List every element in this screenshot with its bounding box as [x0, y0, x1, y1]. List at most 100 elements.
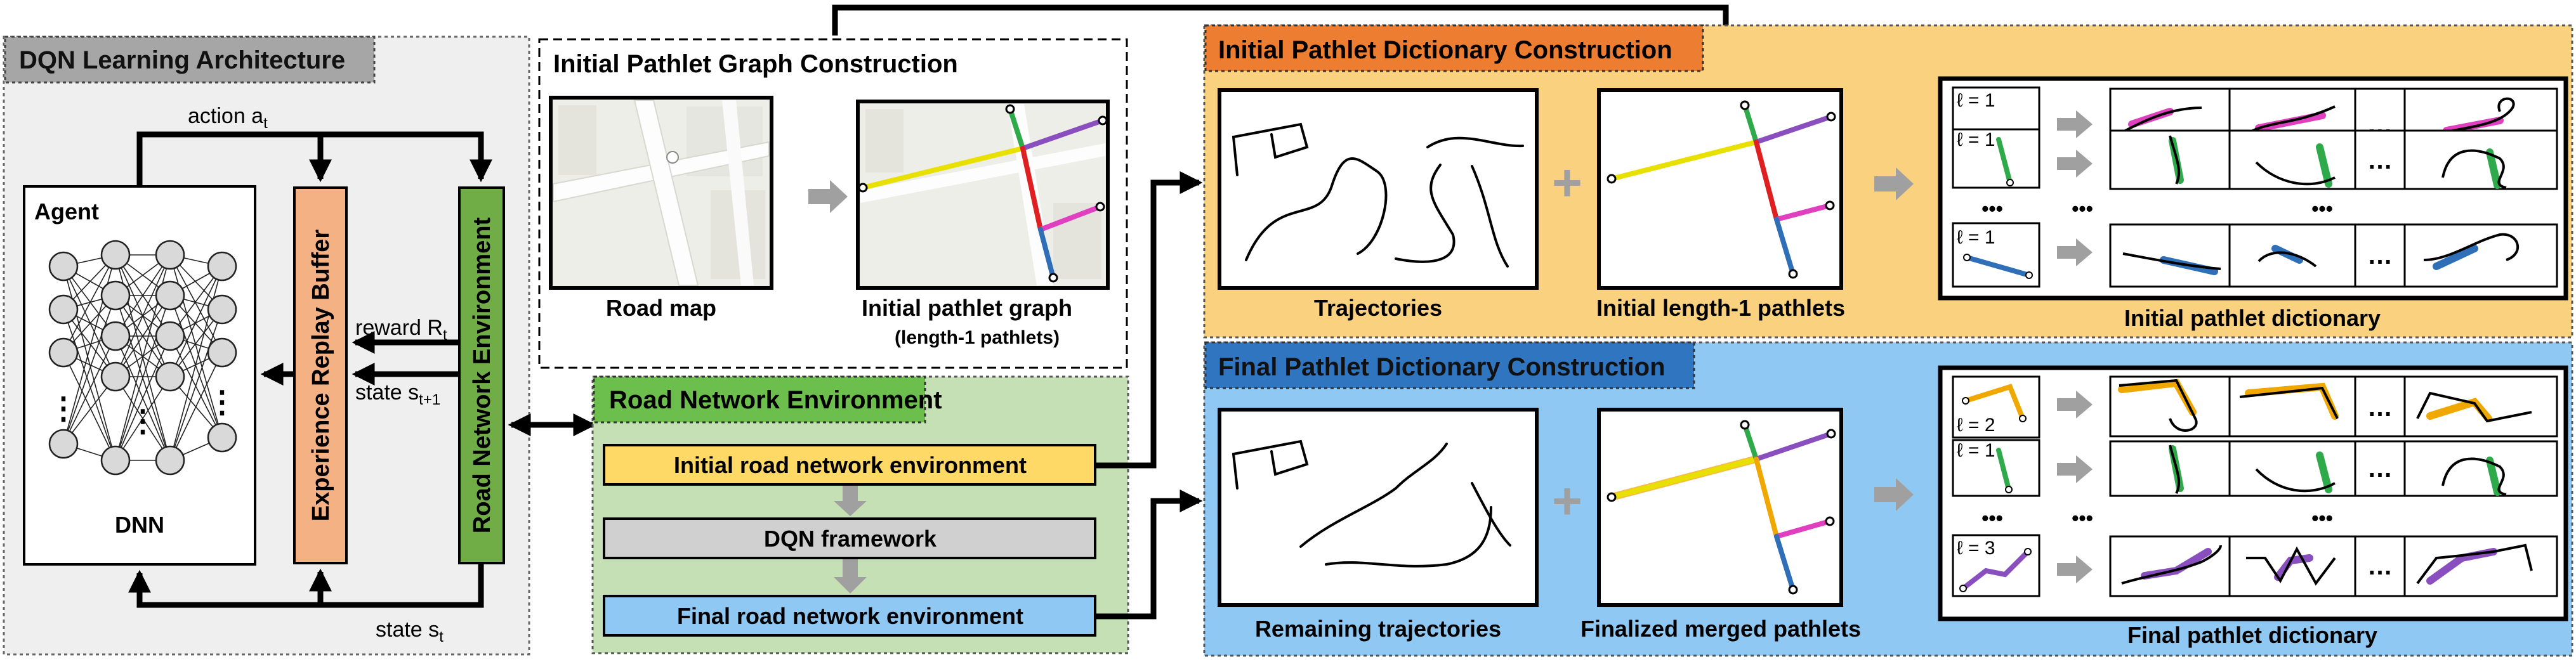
dnn-vdots-3: ⋮ [207, 386, 237, 419]
final-dict-row-2: ℓ = 1 … [1952, 439, 2558, 497]
dnn-node [100, 280, 131, 311]
state-next-label: state st+1 [355, 380, 440, 408]
dnn-node [100, 240, 131, 270]
rne-panel: Road Network Environment Initial road ne… [591, 375, 1129, 654]
pathlet-graph-title: Initial Pathlet Graph Construction [553, 50, 958, 78]
dnn-node [155, 321, 185, 351]
rne-step-initial-label: Initial road network environment [674, 452, 1027, 478]
rne-arrow-1 [834, 486, 867, 516]
svg-text:•••: ••• [2072, 197, 2093, 220]
final-dict-title: Final Pathlet Dictionary Construction [1218, 353, 1666, 381]
dnn-edge [169, 352, 223, 461]
final-dict-panel: Final Pathlet Dictionary Construction Re… [1203, 341, 2573, 657]
final-dictionary-label: Final pathlet dictionary [2127, 622, 2377, 648]
dnn-node [48, 429, 79, 459]
final-env-arrow [1095, 490, 1203, 620]
replay-buffer-box [293, 186, 348, 564]
replay-buffer-label: Experience Replay Buffer [308, 230, 334, 522]
graph-sublabel: (length-1 pathlets) [895, 327, 1060, 348]
rne-step-final-label: Final road network environment [677, 603, 1023, 629]
dnn-node [100, 321, 131, 351]
svg-text:•••: ••• [2311, 507, 2333, 529]
trajectories-label: Trajectories [1314, 295, 1442, 321]
dnn-edge [169, 295, 223, 438]
dqn-panel: DQN Learning Architecture Agent DNN ⋮ ⋮ … [3, 36, 596, 656]
dnn-node [207, 294, 237, 325]
dnn-node [48, 251, 79, 282]
dqn-title: DQN Learning Architecture [19, 46, 345, 74]
initial-dict-row-3-ell: ℓ = 1 [1957, 227, 1995, 248]
dnn-edge [63, 309, 116, 461]
env-box [458, 186, 505, 564]
agent-box [23, 185, 256, 566]
initial-pathlets-image [1597, 88, 1843, 290]
trajectories-image [1218, 88, 1539, 290]
env-label: Road Network Environment [469, 217, 496, 534]
initial-dict-row-1-ell: ℓ = 1 [1957, 90, 1995, 111]
plus-sign-2: + [1552, 472, 1582, 530]
dnn-vdots-1: ⋮ [48, 392, 79, 425]
dnn-node [155, 240, 185, 270]
dnn-label: DNN [115, 512, 164, 538]
rne-title-box [593, 375, 926, 424]
svg-text:•••: ••• [1981, 507, 2003, 529]
dnn-edge [63, 266, 116, 377]
dnn-node [155, 445, 185, 476]
final-dict-row-3-ell: ℓ = 3 [1957, 538, 1995, 559]
initial-dict-panel: Initial Pathlet Dictionary Construction … [1203, 24, 2573, 339]
dnn-node [207, 422, 237, 453]
graph-label: Initial pathlet graph [862, 295, 1072, 321]
dnn-edge [115, 254, 171, 377]
final-dict-row-1: ℓ = 2 … [1952, 375, 2558, 439]
dnn-edge [115, 335, 171, 461]
dnn-node [100, 361, 131, 392]
road-map-image [549, 96, 773, 290]
dnn-edge [115, 254, 171, 337]
agent-label: Agent [34, 198, 99, 224]
dnn-node [100, 445, 131, 476]
remaining-trajectories-label: Remaining trajectories [1255, 616, 1501, 642]
final-dict-row-1-dots: … [2367, 394, 2393, 422]
initial-pathlets-label: Initial length-1 pathlets [1596, 295, 1845, 321]
final-dict-title-box [1204, 341, 1695, 389]
dnn-node [48, 337, 79, 368]
rne-step-dqn-label: DQN framework [764, 526, 937, 552]
rne-step-initial [603, 444, 1096, 486]
dnn-edge [63, 335, 116, 445]
final-dict-row-2-ell: ℓ = 1 [1957, 440, 1995, 461]
initial-dict-row-2-ell: ℓ = 1 [1957, 129, 1995, 150]
rne-title: Road Network Environment [609, 386, 942, 414]
initial-dict-vdots: ••• ••• ••• [1981, 197, 2333, 220]
svg-text:•••: ••• [2311, 197, 2333, 220]
dnn-node [207, 337, 237, 368]
pathlet-graph-image [856, 100, 1110, 290]
road-map-label: Road map [606, 295, 716, 321]
dnn-edge [115, 376, 171, 461]
initial-dict-title-box [1204, 24, 1704, 72]
state-label: state st [376, 618, 444, 646]
dnn-vdots-2: ⋮ [128, 405, 158, 438]
dnn-edge [115, 295, 171, 461]
dnn-network [48, 240, 237, 476]
dnn-edge [63, 352, 116, 461]
final-dict-vdots: ••• ••• ••• [1981, 507, 2333, 529]
remaining-trajectories-image [1218, 408, 1539, 607]
final-dict-row-3-dots: … [2367, 552, 2393, 580]
dnn-node [207, 251, 237, 282]
reward-label: reward Rt [355, 316, 447, 344]
dqn-arrows [128, 131, 596, 608]
svg-text:•••: ••• [1981, 197, 2003, 220]
dnn-node [155, 280, 185, 311]
plus-sign-1: + [1552, 154, 1582, 212]
dnn-edge [169, 309, 223, 461]
dnn-edge [169, 254, 223, 353]
dnn-edge [115, 295, 171, 377]
svg-text:•••: ••• [2072, 507, 2093, 529]
initial-dictionary-label: Initial pathlet dictionary [2124, 305, 2381, 331]
initial-dict-row-3-dots: … [2367, 242, 2393, 269]
merged-pathlets-image [1597, 408, 1843, 607]
pathlet-graph-panel: Initial Pathlet Graph Construction Road … [538, 38, 1128, 369]
action-arrow [136, 131, 492, 186]
final-dict-row-3: ℓ = 3 … [1952, 534, 2558, 597]
